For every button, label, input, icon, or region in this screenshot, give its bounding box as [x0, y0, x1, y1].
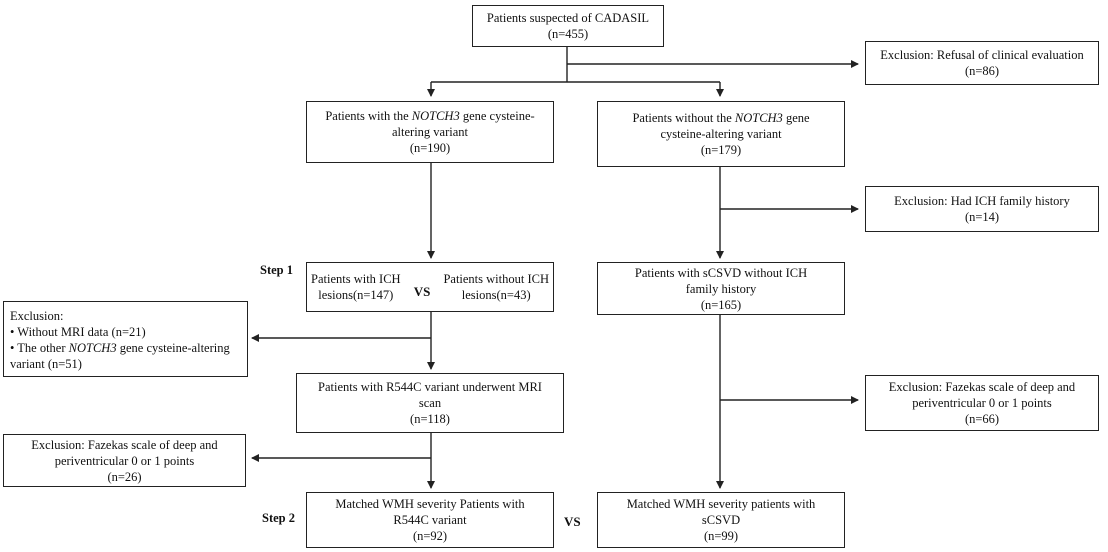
box-text: cysteine-altering variant — [660, 127, 782, 141]
step2-label: Step 2 — [262, 511, 295, 525]
box-text: Exclusion: — [10, 309, 64, 323]
box-text: Exclusion: Fazekas scale of deep and — [31, 437, 218, 452]
box-text: Exclusion: Fazekas scale of deep and — [888, 380, 1076, 394]
text-part: Patients with the — [325, 109, 412, 123]
comparison-vs: VS — [413, 284, 431, 299]
box-count: (n=86) — [964, 64, 1000, 78]
gene-name: NOTCH3 — [734, 111, 783, 125]
box-text: Exclusion: Refusal of clinical evaluatio… — [880, 48, 1084, 62]
box-count: (n=118) — [410, 412, 450, 426]
text-part: gene cysteine- — [459, 109, 535, 123]
comparison-left: Patients with ICH lesions(n=147) — [311, 271, 401, 303]
box-text: variant (n=51) — [10, 357, 82, 371]
box-text: Patients suspected of CADASIL — [486, 11, 650, 25]
box-text: altering variant — [391, 125, 468, 139]
box-text: lesions(n=147) — [318, 288, 394, 302]
vs-label-bottom: VS — [564, 514, 581, 529]
comparison-right: Patients without ICH lesions(n=43) — [443, 271, 549, 303]
box-count: (n=92) — [412, 529, 448, 543]
box-text: Patients with ICH — [311, 272, 401, 286]
box-text: Patients without ICH — [443, 272, 549, 286]
box-exclusion-fazekas-right: Exclusion: Fazekas scale of deep and per… — [865, 375, 1099, 431]
box-text: • The other NOTCH3 gene cysteine-alterin… — [10, 340, 230, 356]
box-without-notch3: Patients without the NOTCH3 gene cystein… — [597, 101, 845, 167]
box-matched-scsvd: Matched WMH severity patients with sCSVD… — [597, 492, 845, 548]
box-text: Matched WMH severity Patients with — [335, 497, 525, 511]
box-text: Patients with R544C variant underwent MR… — [318, 380, 542, 394]
box-scsvd-without-ich: Patients with sCSVD without ICH family h… — [597, 262, 845, 315]
step1-label: Step 1 — [260, 263, 293, 277]
box-count: (n=14) — [964, 210, 1000, 224]
text-part: • The other — [10, 341, 69, 355]
box-count: (n=190) — [409, 141, 451, 155]
box-count: (n=179) — [700, 143, 742, 157]
gene-name: NOTCH3 — [411, 109, 460, 123]
box-ich-comparison: Patients with ICH lesions(n=147) VS Pati… — [306, 262, 554, 312]
text-part: gene — [782, 111, 810, 125]
box-text: lesions(n=43) — [461, 288, 531, 302]
box-text: Patients without the NOTCH3 gene — [632, 110, 809, 126]
box-r544c-mri: Patients with R544C variant underwent MR… — [296, 373, 564, 433]
box-count: (n=66) — [964, 412, 1000, 426]
box-text: R544C variant — [393, 513, 467, 527]
box-exclusion-fazekas-left: Exclusion: Fazekas scale of deep and per… — [3, 434, 246, 487]
box-text: • Without MRI data (n=21) — [10, 325, 146, 339]
box-text: sCSVD — [701, 513, 741, 527]
box-text: scan — [418, 396, 442, 410]
box-text: family history — [685, 281, 757, 296]
box-text: Patients with sCSVD without ICH — [634, 265, 808, 280]
box-text: periventricular 0 or 1 points — [912, 396, 1052, 410]
box-count: (n=26) — [107, 469, 142, 484]
box-exclusion-mri: Exclusion: • Without MRI data (n=21) • T… — [3, 301, 248, 377]
box-count: (n=165) — [700, 297, 742, 312]
box-text: periventricular 0 or 1 points — [54, 453, 195, 468]
box-with-notch3: Patients with the NOTCH3 gene cysteine- … — [306, 101, 554, 163]
box-exclusion-refusal: Exclusion: Refusal of clinical evaluatio… — [865, 41, 1099, 85]
box-patients-suspected: Patients suspected of CADASIL (n=455) — [472, 5, 664, 47]
box-text: Matched WMH severity patients with — [626, 497, 816, 511]
box-text: Patients with the NOTCH3 gene cysteine- — [325, 108, 534, 124]
comparison-row: Patients with ICH lesions(n=147) VS Pati… — [311, 271, 549, 303]
text-part: gene cysteine-altering — [116, 341, 230, 355]
box-exclusion-ich-family: Exclusion: Had ICH family history (n=14) — [865, 186, 1099, 232]
box-count: (n=455) — [547, 27, 589, 41]
box-matched-r544c: Matched WMH severity Patients with R544C… — [306, 492, 554, 548]
text-part: Patients without the — [632, 111, 735, 125]
gene-name: NOTCH3 — [68, 341, 117, 355]
box-count: (n=99) — [703, 529, 739, 543]
box-text: Exclusion: Had ICH family history — [894, 194, 1070, 208]
